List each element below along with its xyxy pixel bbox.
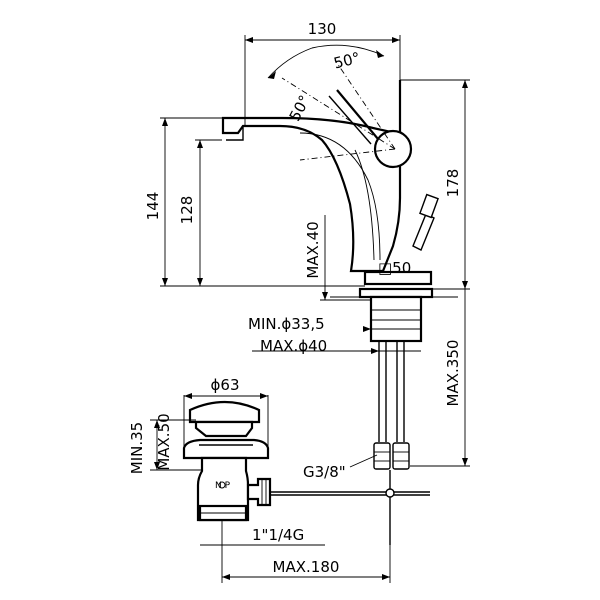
angle-ray-upper — [334, 59, 396, 150]
dim-130-arrow-left — [245, 37, 253, 43]
dim-connection-leader — [349, 454, 378, 468]
dim-waste-arrow-top — [154, 420, 160, 428]
dim-waste-arrow-bottom — [154, 462, 160, 470]
angle-arc-arrow-1 — [376, 50, 384, 58]
dim-178-arrow-top — [462, 80, 468, 88]
deck-thread — [369, 295, 423, 343]
angle-ray-lower — [299, 148, 396, 161]
dim-base-square-label: □50 — [378, 259, 411, 277]
dim-waste-min-label: MIN.35 — [128, 422, 146, 474]
side-lever-cap — [419, 193, 439, 219]
dim-178-arrow-bottom — [462, 281, 468, 289]
dim-350-label: MAX.350 — [444, 340, 462, 407]
dim-min-hole-label: MIN.ϕ33,5 — [248, 315, 325, 333]
waste-cap — [188, 400, 261, 424]
dim-63-label: ϕ63 — [211, 376, 240, 394]
faucet — [221, 80, 458, 470]
angle-arc-arrow-2 — [268, 71, 276, 79]
hose-fitting-right — [392, 442, 410, 470]
angle-arc-lower — [267, 47, 313, 79]
base-flange — [358, 287, 434, 299]
dim-max40-arrow — [322, 292, 328, 300]
linkage-clip — [385, 488, 395, 498]
waste-body — [196, 456, 250, 522]
dim-max40-label: MAX.40 — [304, 221, 322, 278]
faucet-dimensions: 130 50° 50° 144 128 178 MAX.40 — [144, 20, 470, 481]
dim-144-arrow-bottom — [162, 278, 168, 286]
hose-fitting-left — [373, 442, 391, 470]
popup-waste: N P — [182, 400, 430, 545]
angle-ray-mid — [281, 77, 396, 150]
lever-handle — [336, 89, 379, 140]
dim-thread-label: 1"1/4G — [252, 526, 304, 544]
waste-mark-circle — [218, 481, 226, 489]
waste-neck — [194, 420, 254, 438]
dim-128-label: 128 — [178, 196, 196, 225]
waste-connector — [246, 477, 272, 507]
spout-edge — [226, 126, 244, 141]
dim-128-arrow-bottom — [197, 278, 203, 286]
dim-max-hole-label: MAX.ϕ40 — [260, 337, 327, 355]
dim-min-hole-arrow — [363, 326, 371, 332]
dim-waste-max-label: MAX.50 — [155, 413, 173, 470]
dim-63-arrow-right — [260, 393, 268, 399]
dim-130-label: 130 — [308, 20, 337, 38]
body-inner-curve — [299, 132, 381, 261]
dim-180-arrow-right — [382, 574, 390, 580]
dim-144-arrow-top — [162, 118, 168, 126]
lever-handle-2 — [328, 95, 372, 145]
dim-130-arrow-right — [392, 37, 400, 43]
dim-128-arrow-top — [197, 140, 203, 148]
dim-63-arrow-left — [184, 393, 192, 399]
dim-180-arrow-left — [222, 574, 230, 580]
waste-mark: N P — [215, 481, 231, 491]
body-inner-curve-2 — [354, 149, 375, 261]
side-lever — [412, 213, 435, 251]
dim-350-arrow-bottom — [462, 458, 468, 466]
dim-180-label: MAX.180 — [273, 558, 340, 576]
dim-178-label: 178 — [444, 169, 462, 198]
faucet-body — [221, 80, 402, 273]
angle-upper-label: 50° — [332, 49, 362, 73]
waste-dimensions: ϕ63 MIN.35 MAX.50 1"1/4G MAX.180 — [128, 376, 391, 583]
dim-max-hole-arrow — [371, 348, 379, 354]
waste-flange — [182, 438, 270, 460]
dim-connection-label: G3/8" — [303, 463, 346, 481]
dim-144-label: 144 — [144, 192, 162, 221]
base-flange-top — [363, 270, 433, 286]
